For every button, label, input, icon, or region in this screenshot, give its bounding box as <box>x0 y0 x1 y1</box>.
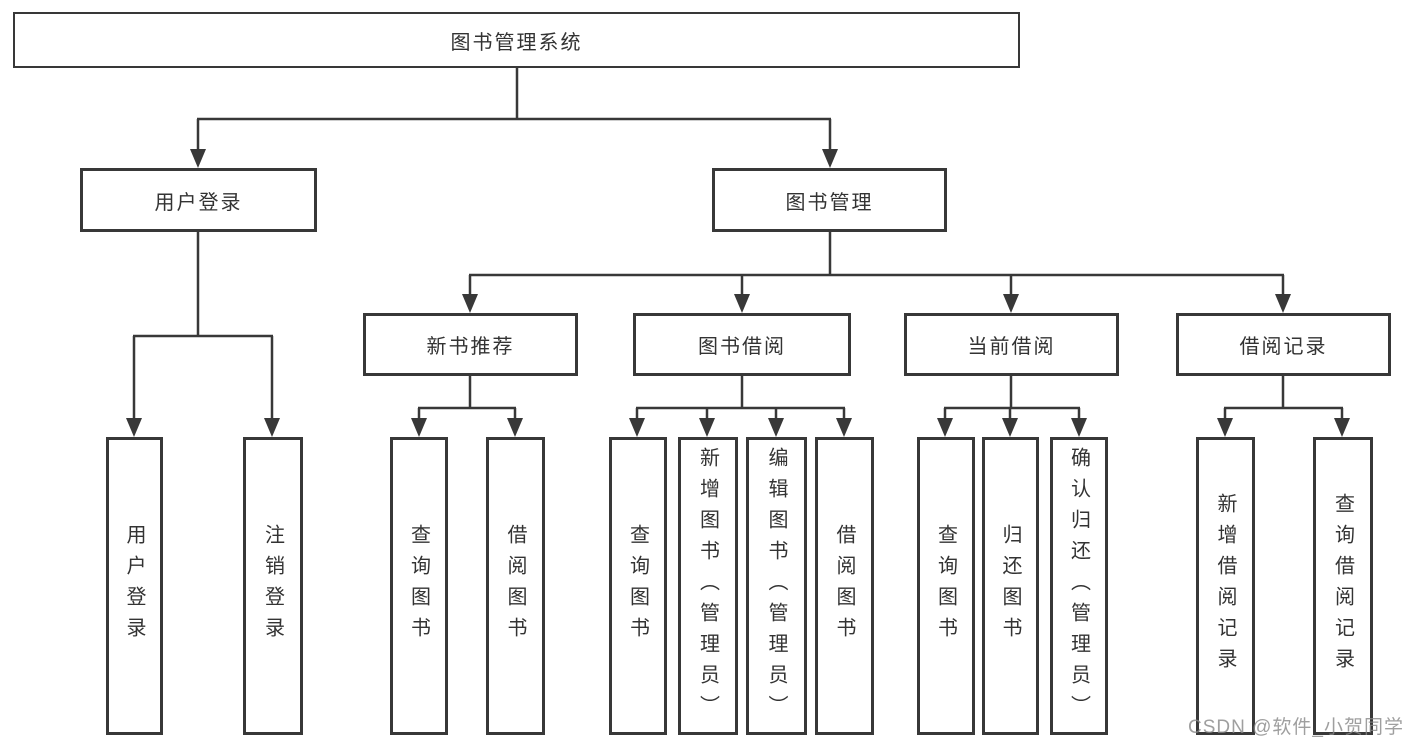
node-new-book-recommend: 新书推荐 <box>363 313 578 376</box>
arrow-down-icon <box>629 418 645 437</box>
leaf-query-books-borrow: 查询图书 <box>609 437 667 735</box>
leaf-borrow-books-recommend-label: 借阅图书 <box>504 524 526 648</box>
connector-bookborrow-to-leaves <box>635 376 846 420</box>
node-user-login-label: 用户登录 <box>154 191 243 214</box>
leaf-user-login-label: 用户登录 <box>123 524 145 648</box>
arrow-down-icon <box>768 418 784 437</box>
arrow-down-icon <box>1071 418 1087 437</box>
leaf-add-book-admin-label: 新增图书（管理员） <box>696 446 719 726</box>
leaf-query-borrow-record: 查询借阅记录 <box>1313 437 1373 735</box>
leaf-query-books-current: 查询图书 <box>917 437 975 735</box>
leaf-return-books: 归还图书 <box>982 437 1039 735</box>
leaf-borrow-books-2: 借阅图书 <box>815 437 874 735</box>
arrow-down-icon <box>734 294 750 313</box>
connector-lines <box>132 68 1344 420</box>
arrow-down-icon <box>1003 294 1019 313</box>
node-book-borrow: 图书借阅 <box>633 313 851 376</box>
node-current-borrow: 当前借阅 <box>904 313 1119 376</box>
leaf-borrow-books-2-label: 借阅图书 <box>833 524 855 648</box>
node-new-book-recommend-label: 新书推荐 <box>426 336 515 358</box>
leaf-confirm-return-admin: 确认归还（管理员） <box>1050 437 1108 735</box>
leaf-query-books-borrow-label: 查询图书 <box>626 524 649 648</box>
arrow-down-icon <box>699 418 715 437</box>
connector-userlogin-to-leaves <box>132 232 274 420</box>
node-user-login: 用户登录 <box>80 168 317 232</box>
connector-records-to-leaves <box>1223 376 1344 420</box>
node-root: 图书管理系统 <box>13 12 1020 68</box>
leaf-borrow-books-recommend: 借阅图书 <box>486 437 545 735</box>
watermark-text: CSDN @软件_小贺同学 <box>1188 717 1404 738</box>
arrow-down-icon <box>1002 418 1018 437</box>
node-borrow-records-label: 借阅记录 <box>1239 336 1328 358</box>
leaf-user-login: 用户登录 <box>106 437 163 735</box>
connector-newbook-to-leaves <box>417 376 517 420</box>
node-current-borrow-label: 当前借阅 <box>967 336 1056 358</box>
arrow-down-icon <box>1217 418 1233 437</box>
node-book-management: 图书管理 <box>712 168 947 232</box>
node-book-borrow-label: 图书借阅 <box>698 336 786 358</box>
connector-currentborrow-to-leaves <box>943 376 1081 420</box>
leaf-add-book-admin: 新增图书（管理员） <box>678 437 738 735</box>
arrow-down-icon <box>126 418 142 437</box>
connector-bookmgmt-to-level3 <box>468 232 1285 296</box>
leaf-add-borrow-record: 新增借阅记录 <box>1196 437 1255 735</box>
arrow-down-icon <box>937 418 953 437</box>
arrow-down-icon <box>411 418 427 437</box>
arrow-down-icon <box>836 418 852 437</box>
arrow-down-icon <box>1334 418 1350 437</box>
arrow-down-icon <box>1275 294 1291 313</box>
node-borrow-records: 借阅记录 <box>1176 313 1391 376</box>
leaf-edit-book-admin: 编辑图书（管理员） <box>746 437 807 735</box>
arrow-down-icon <box>822 149 838 168</box>
leaf-query-books-current-label: 查询图书 <box>934 524 957 648</box>
node-root-label: 图书管理系统 <box>450 31 583 54</box>
arrow-down-icon <box>507 418 523 437</box>
leaf-confirm-return-admin-label: 确认归还（管理员） <box>1067 446 1090 726</box>
arrow-down-icon <box>264 418 280 437</box>
connector-root-to-level2 <box>196 68 832 151</box>
leaf-logout-label: 注销登录 <box>261 524 284 648</box>
leaf-edit-book-admin-label: 编辑图书（管理员） <box>765 446 787 726</box>
arrow-down-icon <box>190 149 206 168</box>
node-book-management-label: 图书管理 <box>785 191 874 214</box>
arrow-down-icon <box>462 294 478 313</box>
leaf-query-books-recommend-label: 查询图书 <box>407 524 430 648</box>
leaf-add-borrow-record-label: 新增借阅记录 <box>1214 493 1236 679</box>
leaf-query-books-recommend: 查询图书 <box>390 437 448 735</box>
arrowheads <box>126 149 1350 437</box>
leaf-query-borrow-record-label: 查询借阅记录 <box>1331 493 1354 679</box>
leaf-return-books-label: 归还图书 <box>999 524 1021 648</box>
leaf-logout: 注销登录 <box>243 437 303 735</box>
